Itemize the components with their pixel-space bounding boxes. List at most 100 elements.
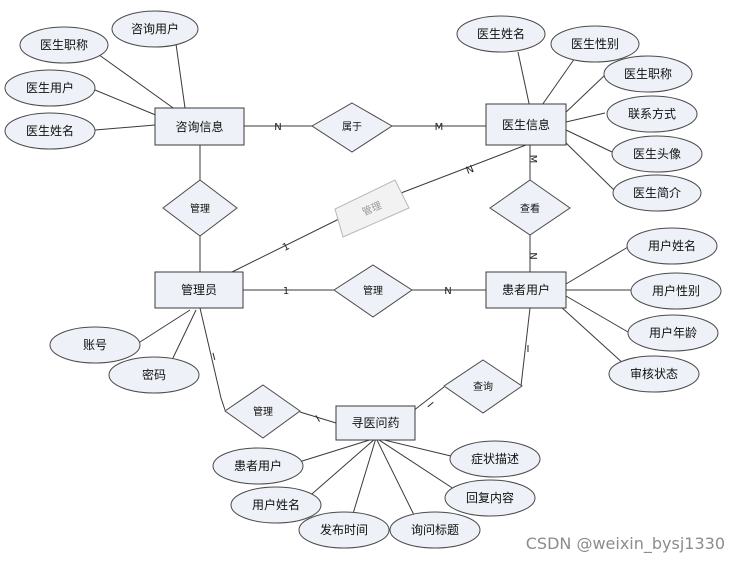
attribute-consult-doctor-name-label: 医生姓名: [26, 123, 74, 138]
attribute-doctor-gender: 医生性别: [550, 25, 640, 63]
entity-seek-medicine-label: 寻医问药: [351, 416, 399, 430]
link-doctor-gender: [539, 57, 576, 109]
attribute-doctor-contact: 联系方式: [606, 95, 698, 133]
link-seek-user-name: [304, 437, 377, 501]
attribute-consult-doctor-user: 医生用户: [4, 69, 96, 107]
attribute-seek-publish-time-label: 发布时间: [320, 522, 368, 537]
relationship-manage-left-label: 管理: [190, 202, 210, 215]
link-patient-name: [565, 246, 629, 285]
cardinality-consult-belongs: N: [274, 122, 281, 133]
relationship-manage-left: 管理: [162, 179, 238, 237]
attribute-consult-doctor-title: 医生职称: [19, 26, 109, 64]
relationship-manage-middle-label: 管理: [363, 284, 383, 297]
watermark-text: CSDN @weixin_bysj1330: [526, 534, 725, 554]
entity-admin-label: 管理员: [181, 282, 217, 297]
attribute-patient-name-label: 用户姓名: [648, 238, 696, 253]
attribute-patient-review-label: 审核状态: [630, 366, 678, 381]
cardinality-patient-query: I: [527, 344, 530, 355]
relationship-manage-bottom-label: 管理: [253, 405, 273, 418]
attribute-doctor-gender-label: 医生性别: [571, 37, 619, 51]
relationship-query: 查询: [443, 359, 523, 414]
attribute-patient-gender: 用户性别: [630, 272, 722, 310]
entity-doctor-info-label: 医生信息: [502, 117, 550, 132]
link-admin-password: [171, 309, 197, 361]
relationship-belongs-to: 属于: [311, 102, 393, 153]
attribute-consult-doctor-user-label: 医生用户: [26, 80, 74, 95]
cardinality-query-seek: I: [424, 401, 434, 410]
link-consult-doctor-title: [94, 51, 177, 111]
cardinality-labels: N M N 1 M N 1 N I I I I: [211, 122, 538, 425]
cardinality-admin-faded: 1: [281, 241, 292, 254]
link-faded-doctor: [400, 144, 527, 194]
cardinality-manage-bottom-seek: I: [314, 414, 322, 425]
cardinality-belongs-doctor: M: [435, 122, 444, 133]
cardinality-admin-manage-bottom: I: [211, 352, 217, 363]
relationship-query-label: 查询: [473, 380, 493, 393]
relationship-manage-middle: 管理: [333, 264, 413, 318]
connection-lines: [94, 43, 632, 518]
link-manage-bottom-seek: [299, 411, 337, 424]
link-consult-doctor-name: [94, 124, 156, 131]
link-doctor-name: [517, 51, 531, 109]
relationship-view: 查看: [489, 179, 571, 236]
attribute-seek-patient-user: 患者用户: [212, 447, 304, 485]
cardinality-view-patient: N: [527, 252, 538, 259]
attribute-doctor-title: 医生职称: [603, 55, 693, 93]
link-seek-reply: [375, 437, 461, 494]
attribute-doctor-avatar-label: 医生头像: [633, 147, 681, 161]
link-seek-publish-time: [351, 437, 377, 518]
link-admin-faded: [231, 216, 344, 273]
relationship-view-label: 查看: [520, 202, 540, 215]
attribute-seek-question-title: 询问标题: [389, 511, 481, 549]
attribute-admin-password-label: 密码: [142, 367, 166, 382]
entity-patient-user: 患者用户: [485, 271, 567, 309]
link-admin-manage-bottom: [199, 307, 226, 411]
relationship-manage-bottom: 管理: [224, 384, 301, 439]
attribute-seek-symptom: 症状描述: [449, 440, 541, 478]
entity-seek-medicine: 寻医问药: [335, 405, 416, 441]
attribute-seek-question-title-label: 询问标题: [411, 523, 459, 537]
link-doctor-intro: [562, 139, 616, 192]
attribute-seek-patient-user-label: 患者用户: [234, 458, 282, 473]
link-patient-review: [559, 305, 626, 366]
link-seek-question-title: [375, 437, 416, 518]
attribute-seek-reply: 回复内容: [444, 479, 536, 517]
attribute-doctor-avatar: 医生头像: [611, 135, 703, 173]
link-consult-user: [175, 43, 186, 109]
relationship-manage-faded: 管理: [334, 179, 410, 238]
entity-consult-info: 咨询信息: [154, 107, 245, 146]
entity-consult-info-label: 咨询信息: [175, 119, 223, 134]
attribute-seek-publish-time: 发布时间: [298, 511, 390, 549]
link-patient-query: [520, 307, 531, 387]
link-doctor-title: [562, 74, 606, 116]
cardinality-doctor-view: M: [527, 155, 538, 164]
attribute-doctor-name-label: 医生姓名: [477, 26, 525, 41]
link-seek-symptom: [375, 437, 456, 458]
attribute-seek-user-name: 用户姓名: [230, 486, 322, 524]
link-admin-account: [139, 309, 191, 343]
attribute-seek-symptom-label: 症状描述: [471, 451, 519, 466]
attribute-doctor-contact-label: 联系方式: [628, 106, 676, 121]
attribute-seek-user-name-label: 用户姓名: [252, 497, 300, 512]
attribute-consult-user-label: 咨询用户: [131, 21, 179, 36]
attribute-doctor-name: 医生姓名: [456, 15, 546, 53]
attribute-patient-age-label: 用户年龄: [649, 325, 697, 340]
attribute-patient-age: 用户年龄: [627, 314, 719, 352]
cardinality-admin-manage: 1: [283, 286, 289, 297]
entity-doctor-info: 医生信息: [485, 103, 567, 146]
attribute-patient-gender-label: 用户性别: [652, 283, 700, 298]
link-patient-age: [565, 295, 629, 333]
attribute-admin-account-label: 账号: [83, 338, 107, 352]
attribute-admin-account: 账号: [49, 326, 141, 364]
attribute-admin-password: 密码: [108, 356, 200, 394]
attribute-doctor-title-label: 医生职称: [624, 67, 672, 81]
link-doctor-avatar: [565, 129, 613, 153]
attribute-doctor-intro: 医生简介: [612, 174, 702, 212]
entity-patient-user-label: 患者用户: [502, 282, 550, 297]
attribute-consult-user: 咨询用户: [111, 10, 199, 48]
cardinality-faded-doctor: N: [465, 164, 476, 177]
attribute-seek-reply-label: 回复内容: [466, 490, 514, 505]
link-doctor-contact: [565, 112, 606, 123]
attribute-patient-name: 用户姓名: [626, 227, 718, 265]
